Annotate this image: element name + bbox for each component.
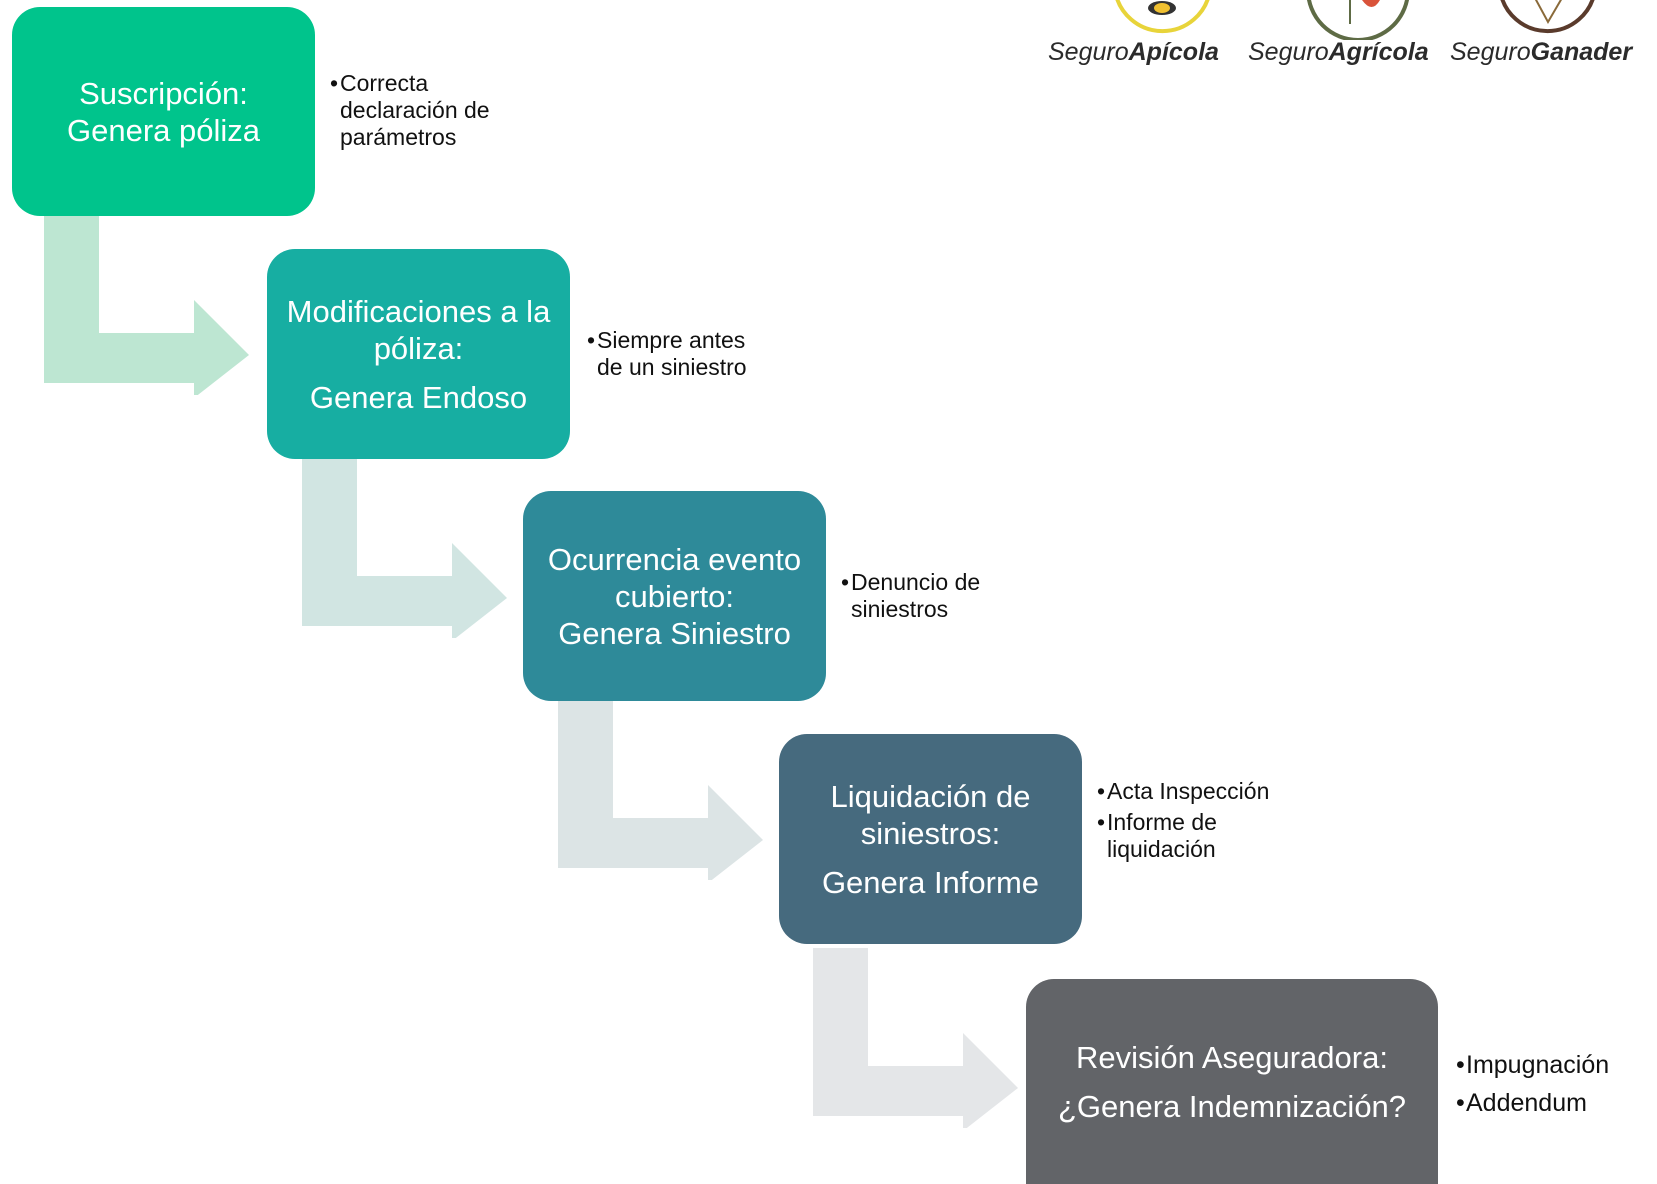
step-ocurrencia: Ocurrencia evento cubierto: Genera Sinie… xyxy=(523,491,826,701)
step-subtitle: Genera Siniestro xyxy=(558,615,791,651)
brand-label-ganadero: SeguroGanader xyxy=(1450,38,1633,66)
step-title: Modificaciones a la póliza: xyxy=(286,293,551,366)
connector-arrow-3 xyxy=(558,700,763,880)
step-3-notes: •Denuncio de siniestros xyxy=(841,569,1011,623)
step-title: Suscripción: xyxy=(79,75,248,111)
step-subtitle: Genera Endoso xyxy=(309,379,528,415)
connector-arrow-1 xyxy=(44,215,249,395)
brand-emblems xyxy=(1115,0,1595,40)
bee-icon xyxy=(1115,0,1210,34)
brand-logos: SeguroApícola SeguroAgrícola SeguroGanad… xyxy=(1048,0,1657,70)
cow-icon xyxy=(1500,0,1595,34)
step-1-notes: •Correcta declaración de parámetros xyxy=(330,70,530,151)
list-item: •Denuncio de siniestros xyxy=(841,569,981,622)
step-title: Liquidación de siniestros: xyxy=(830,778,1031,851)
step-title: Ocurrencia evento cubierto: xyxy=(547,541,802,614)
step-liquidacion: Liquidación de siniestros: Genera Inform… xyxy=(779,734,1082,944)
connector-arrow-2 xyxy=(302,458,507,638)
step-5-notes: •Impugnación •Addendum xyxy=(1456,1048,1656,1120)
step-modificaciones: Modificaciones a la póliza: Genera Endos… xyxy=(267,249,570,459)
step-2-notes: •Siempre antes de un siniestro xyxy=(587,327,772,381)
list-item: •Correcta declaración de parámetros xyxy=(330,70,490,150)
step-title: Revisión Aseguradora: xyxy=(1076,1039,1388,1075)
list-item: •Acta Inspección xyxy=(1097,778,1270,804)
step-revision: Revisión Aseguradora: ¿Genera Indemnizac… xyxy=(1026,979,1438,1184)
step-subtitle: Genera Informe xyxy=(821,864,1040,900)
step-suscripcion: Suscripción: Genera póliza xyxy=(12,7,315,216)
list-item: •Addendum xyxy=(1456,1089,1587,1117)
brand-label-agricola: SeguroAgrícola xyxy=(1248,38,1429,66)
connector-arrow-4 xyxy=(813,948,1018,1128)
list-item: •Siempre antes de un siniestro xyxy=(587,327,747,380)
step-subtitle: Genera póliza xyxy=(66,112,260,148)
tree-apple-icon xyxy=(1307,0,1409,40)
step-4-notes: •Acta Inspección •Informe de liquidación xyxy=(1097,778,1307,863)
list-item: •Impugnación xyxy=(1456,1051,1610,1079)
brand-label-apicola: SeguroApícola xyxy=(1048,38,1219,66)
step-subtitle: ¿Genera Indemnización? xyxy=(1057,1088,1407,1124)
list-item: •Informe de liquidación xyxy=(1097,809,1217,862)
